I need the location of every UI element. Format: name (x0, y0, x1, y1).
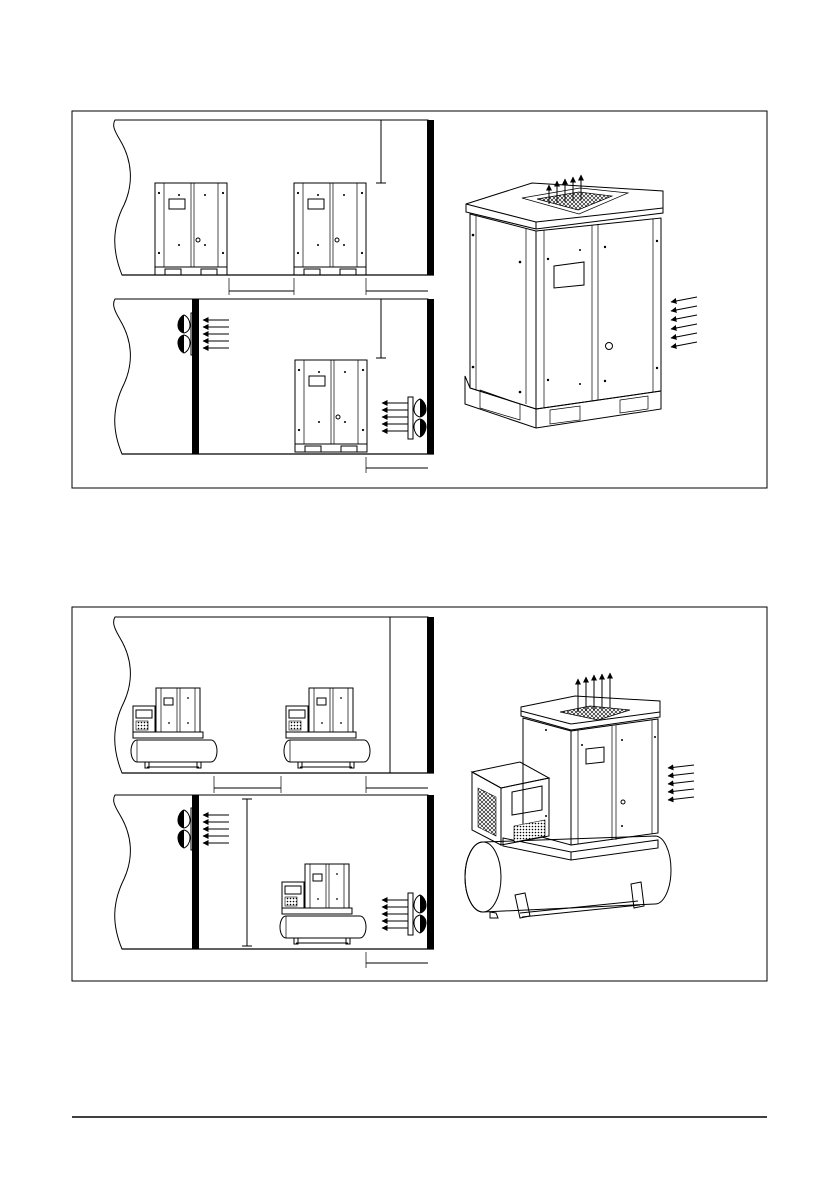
tank-compressor-isometric (465, 673, 694, 918)
top-vent-grille (537, 192, 612, 210)
intake-fan-icon (408, 397, 426, 439)
top-room-plan-b (114, 299, 434, 473)
exhaust-airflow-arrows-b (203, 815, 229, 843)
compressor-unit-ventilated (295, 360, 367, 452)
exhaust-airflow-arrows (203, 320, 229, 348)
side-intake-arrows-b (668, 765, 694, 800)
bottom-room-plan-a (114, 617, 434, 793)
emergency-stop-button (606, 343, 613, 350)
compressor-unit-right (294, 183, 366, 275)
compressor-unit-left (155, 183, 227, 275)
bottom-panel-frame (72, 607, 767, 981)
intake-airflow-arrows-b (382, 900, 408, 928)
intake-airflow-arrows (382, 403, 408, 431)
tank-unit-left (131, 688, 217, 768)
top-exhaust-arrows-b (578, 673, 610, 712)
control-panel-display (554, 262, 584, 288)
top-room-plan-a (114, 120, 434, 295)
intake-fan-icon-b (408, 893, 426, 935)
side-intake-arrows (671, 297, 697, 347)
compressor-isometric (465, 175, 697, 428)
bottom-room-plan-b (114, 795, 434, 968)
tank-unit-ventilated (280, 864, 366, 944)
tank-unit-right (284, 688, 370, 768)
room-wall (427, 120, 434, 275)
